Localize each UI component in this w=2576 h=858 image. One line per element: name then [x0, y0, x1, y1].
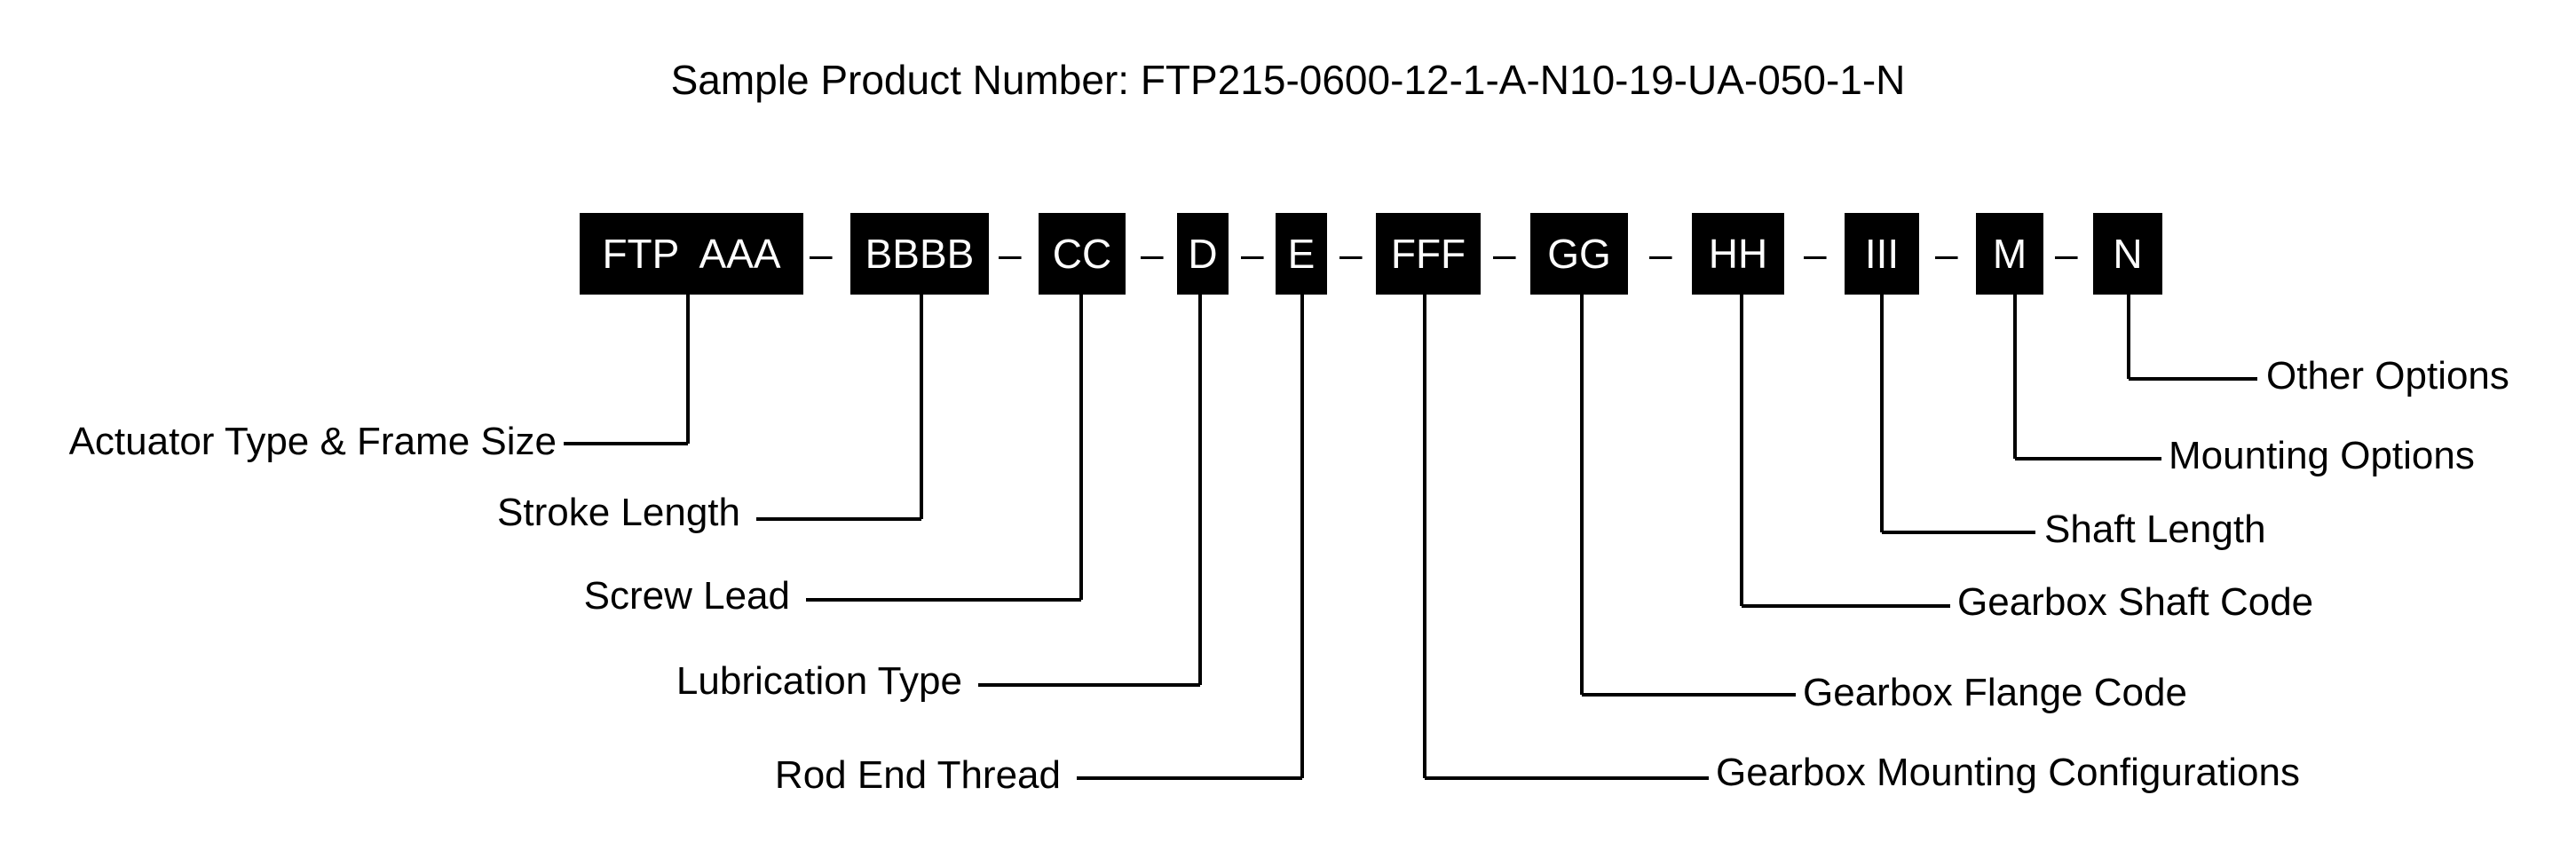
code-box-shaft-length: III — [1845, 213, 1919, 295]
separator-dash: – — [2055, 231, 2078, 277]
separator-dash: – — [1493, 231, 1516, 277]
separator-dash: – — [810, 231, 833, 277]
code-box-gearbox-shaft: HH — [1692, 213, 1784, 295]
label-rod-end-thread: Rod End Thread — [774, 753, 1061, 797]
code-box-lubrication-type: D — [1177, 213, 1229, 295]
separator-dash: – — [1241, 231, 1264, 277]
label-gearbox-shaft: Gearbox Shaft Code — [1957, 580, 2314, 624]
code-box-other-options: N — [2093, 213, 2162, 295]
code-box-mounting-options: M — [1976, 213, 2043, 295]
label-gearbox-flange: Gearbox Flange Code — [1803, 671, 2187, 714]
label-actuator-type: Actuator Type & Frame Size — [68, 420, 557, 463]
code-box-rod-end-thread: E — [1276, 213, 1327, 295]
separator-dash: – — [1935, 231, 1958, 277]
separator-dash: – — [1649, 231, 1672, 277]
code-box-screw-lead: CC — [1039, 213, 1126, 295]
label-lubrication-type: Lubrication Type — [676, 659, 962, 703]
code-box-stroke-length: BBBB — [850, 213, 989, 295]
code-box-gearbox-mounting: FFF — [1376, 213, 1481, 295]
code-box-actuator-type: FTP AAA — [580, 213, 803, 295]
separator-dash: – — [999, 231, 1022, 277]
diagram-title: Sample Product Number: FTP215-0600-12-1-… — [670, 57, 1906, 103]
separator-dash: – — [1339, 231, 1363, 277]
label-shaft-length: Shaft Length — [2044, 508, 2266, 551]
label-other-options: Other Options — [2266, 354, 2509, 398]
label-stroke-length: Stroke Length — [497, 491, 740, 534]
separator-dash: – — [1141, 231, 1164, 277]
label-mounting-options: Mounting Options — [2169, 434, 2475, 477]
label-screw-lead: Screw Lead — [583, 574, 790, 618]
label-gearbox-mounting: Gearbox Mounting Configurations — [1716, 751, 2300, 794]
separator-dash: – — [1804, 231, 1827, 277]
code-box-gearbox-flange: GG — [1530, 213, 1628, 295]
